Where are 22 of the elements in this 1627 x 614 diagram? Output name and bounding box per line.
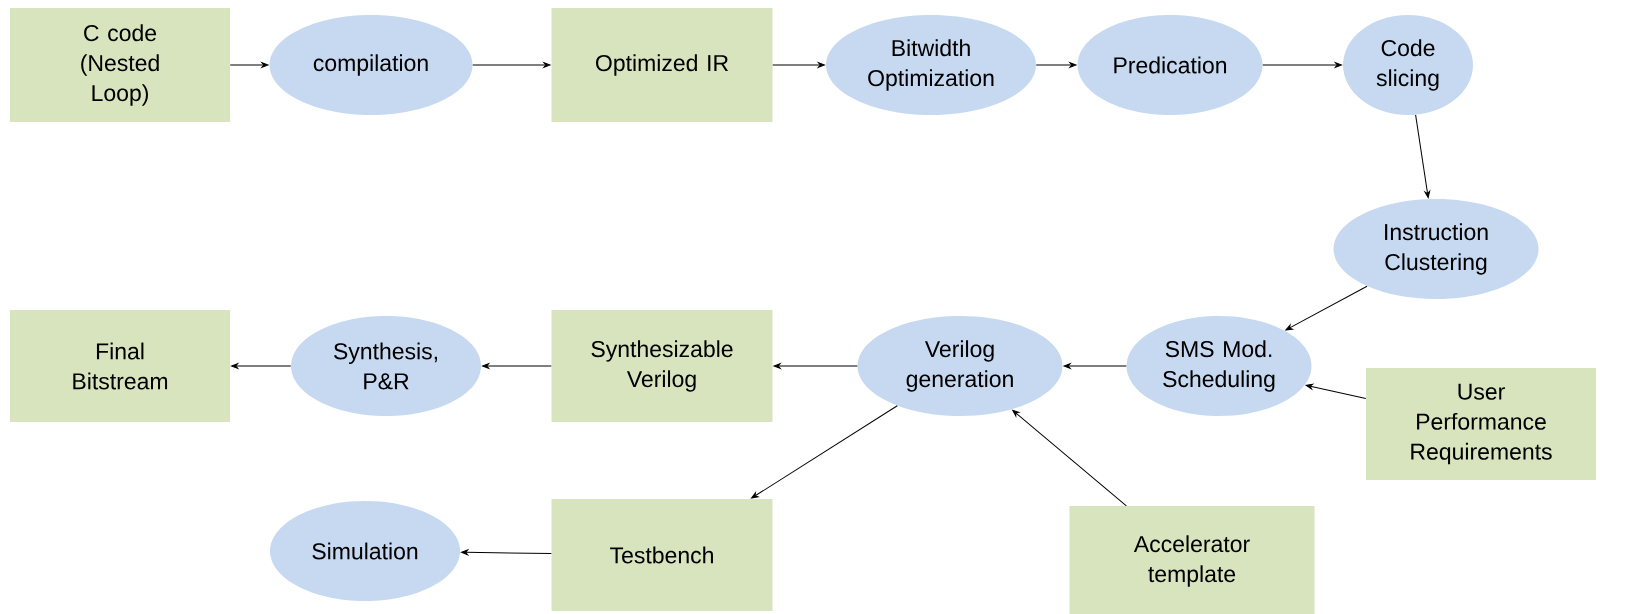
arrow [1285,285,1368,331]
process-box: Synthesizable Verilog [551,310,773,422]
arrow [1415,114,1431,199]
arrow [1262,62,1342,68]
arrow [1012,409,1127,507]
process-box: Final Bitstream [10,310,230,422]
process-box: Optimized IR [551,8,773,122]
arrow [461,549,552,556]
arrow [229,62,269,68]
arrow [472,62,551,68]
process-box: Testbench [551,499,773,611]
arrow [231,363,292,369]
arrow [773,363,858,369]
process-box: C code (Nested Loop) [10,8,230,122]
arrow [772,62,825,68]
arrow [1035,62,1077,68]
process-box: User Performance Requirements [1366,368,1596,480]
process-box: Accelerator template [1069,506,1315,614]
arrow [1305,383,1367,400]
arrow [482,363,552,369]
arrow [1063,363,1127,369]
arrow [751,405,898,499]
